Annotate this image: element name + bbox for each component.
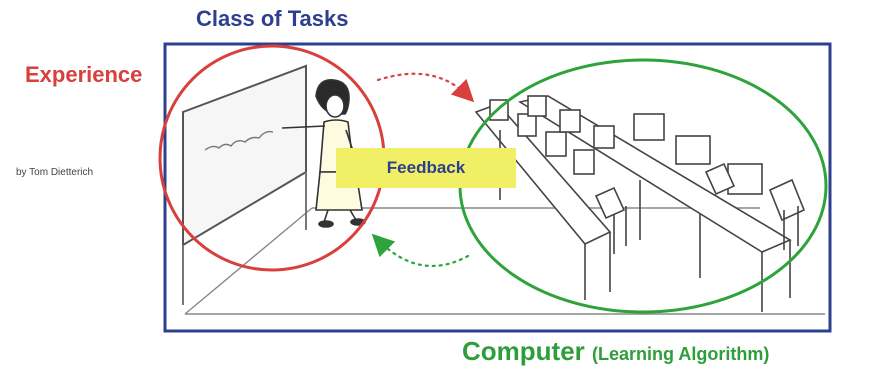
class-of-tasks-label: Class of Tasks xyxy=(196,6,349,31)
feedback-label: Feedback xyxy=(336,148,516,188)
arrow-to-experience xyxy=(371,233,470,268)
experience-label: Experience xyxy=(25,62,143,87)
teacher-icon xyxy=(281,79,366,228)
computer-label: Computer (Learning Algorithm) xyxy=(462,336,769,369)
computer-text: Computer xyxy=(462,336,585,366)
classroom-desks-icon xyxy=(474,95,806,312)
computer-subtext: (Learning Algorithm) xyxy=(592,344,770,364)
feedback-text: Feedback xyxy=(386,158,466,177)
whiteboard-icon xyxy=(182,64,307,305)
arrow-to-computer xyxy=(376,72,475,103)
classroom-floor-icon xyxy=(184,207,825,315)
credit-label: by Tom Dietterich xyxy=(16,167,94,178)
